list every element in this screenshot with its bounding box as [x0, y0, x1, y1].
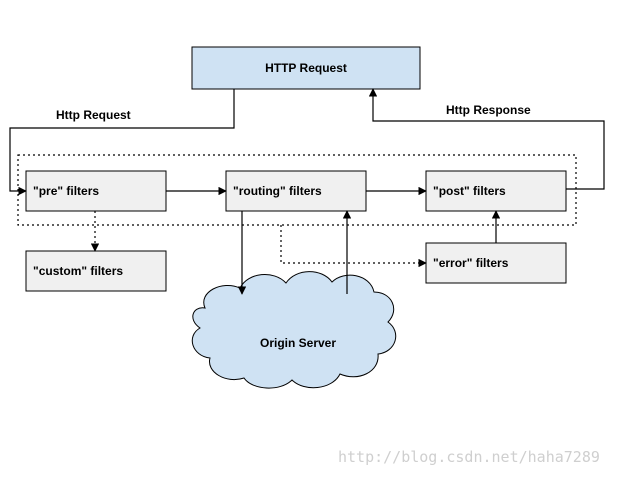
pre-filters-node: "pre" filters: [25, 170, 167, 212]
error-filters-node: "error" filters: [425, 242, 567, 284]
origin-server-label: Origin Server: [260, 336, 336, 350]
filter-chain-boundary: [17, 154, 577, 226]
post-to-response-edge: [368, 88, 605, 190]
http-request-label: HTTP Request: [265, 61, 347, 75]
http-response-edge-label: Http Response: [446, 103, 531, 117]
http-request-edge-label: Http Request: [56, 108, 131, 122]
origin-server-node: Origin Server: [191, 271, 397, 389]
watermark-text: http://blog.csdn.net/haha7289: [338, 448, 600, 466]
custom-filters-label: "custom" filters: [33, 264, 123, 278]
routing-filters-label: "routing" filters: [233, 184, 322, 198]
error-filters-label: "error" filters: [433, 256, 509, 270]
pre-filters-label: "pre" filters: [33, 184, 99, 198]
chain-to-error-edge: [280, 225, 427, 268]
post-filters-label: "post" filters: [433, 184, 506, 198]
http-request-node: HTTP Request: [191, 46, 421, 90]
custom-filters-node: "custom" filters: [25, 250, 167, 292]
routing-filters-node: "routing" filters: [225, 170, 367, 212]
post-filters-node: "post" filters: [425, 170, 567, 212]
request-to-pre-edge: [9, 89, 235, 196]
